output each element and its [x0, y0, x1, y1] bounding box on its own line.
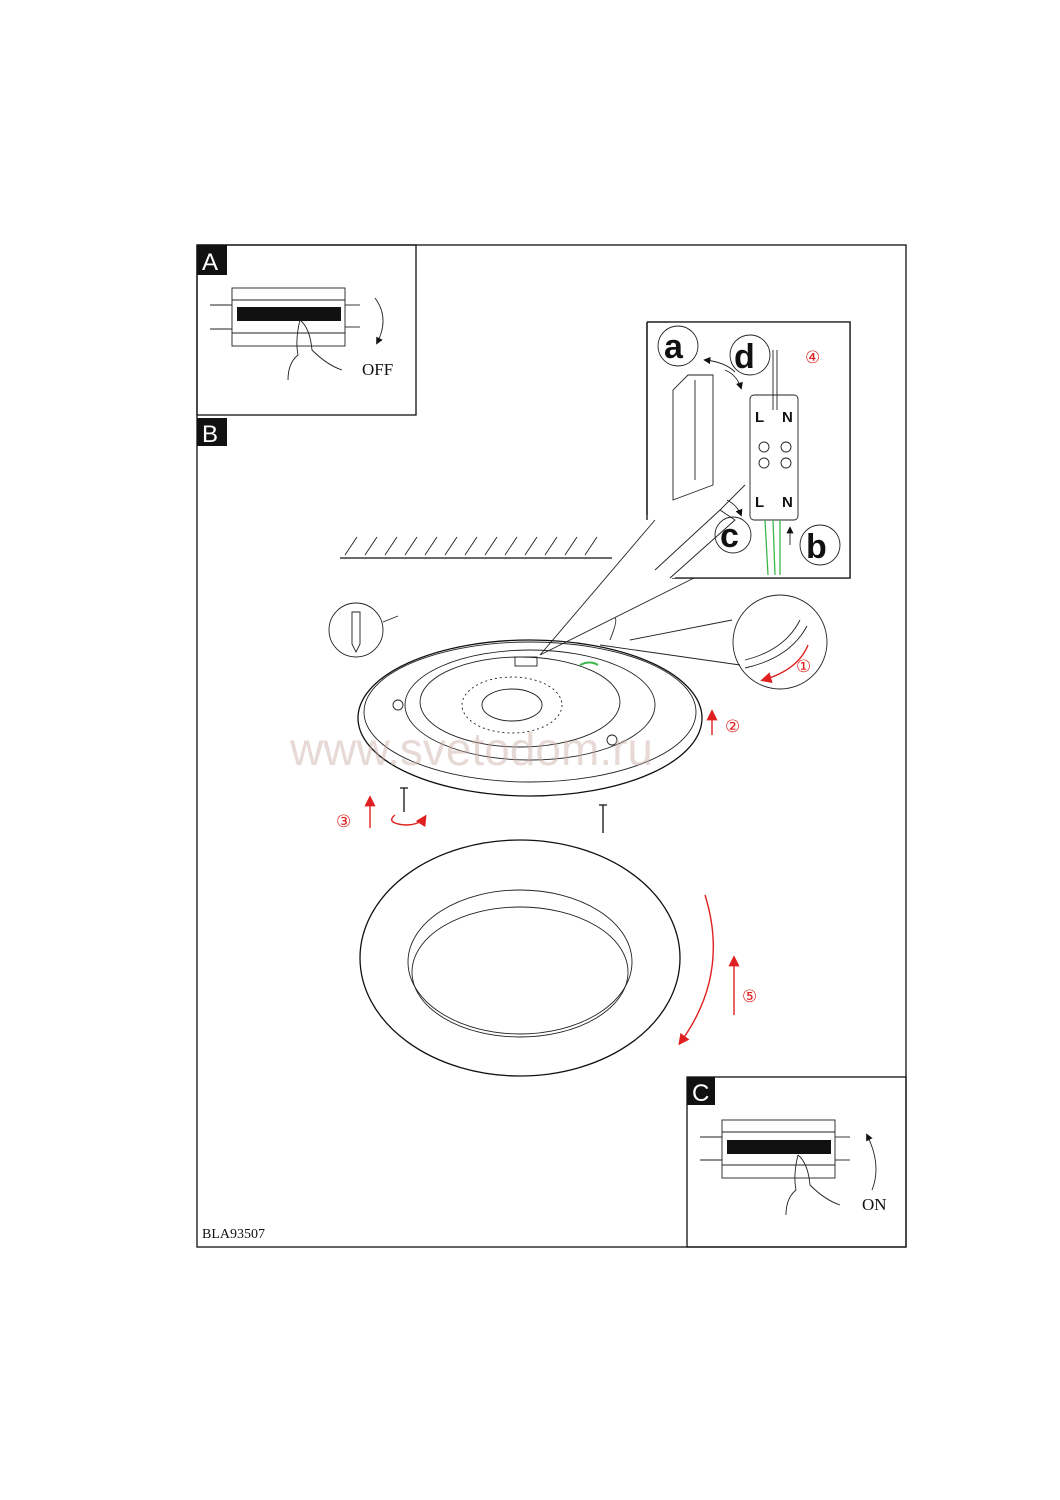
terminal-top-l: L [755, 409, 764, 426]
green-wire [579, 661, 599, 666]
panel-a-label: A [202, 249, 218, 276]
rotate-arrow-icon [391, 814, 427, 828]
hand-icon [287, 319, 343, 381]
lamp-cover [359, 839, 681, 1077]
cover-clip [672, 374, 714, 501]
letter-d: d [734, 338, 755, 376]
terminal-bottom-l: L [755, 494, 764, 511]
terminal-bottom-n: N [782, 494, 793, 511]
wall-plug-detail [328, 602, 399, 658]
step-3-label: ③ [336, 812, 351, 831]
circuit-breaker-icon [700, 1119, 850, 1179]
panel-c-label: C [692, 1080, 709, 1107]
main-frame [196, 244, 907, 1248]
document-code: BLA93507 [202, 1227, 265, 1242]
letter-a: a [664, 328, 684, 366]
arrow-down-icon [374, 297, 384, 345]
circuit-breaker-icon [210, 287, 360, 347]
watermark: www.svetodom.ru [289, 723, 653, 775]
step-1-label: ① [796, 657, 811, 676]
cable-detail [732, 594, 828, 690]
terminal-block: L N L N [749, 350, 799, 576]
terminal-top-n: N [782, 409, 793, 426]
arrow-up-icon [866, 1133, 877, 1191]
on-text: ON [862, 1195, 887, 1214]
off-text: OFF [362, 360, 393, 379]
step-4-label: ④ [805, 348, 820, 367]
mounting-plate [357, 617, 703, 797]
screwdriver-icon [654, 484, 746, 579]
step-5-label: ⑤ [742, 987, 757, 1006]
panel-c: C ON [686, 1076, 907, 1248]
rotate-cover-arrow [678, 894, 714, 1046]
step-2-label: ② [725, 717, 740, 736]
hand-icon [785, 1154, 841, 1216]
letter-b: b [806, 528, 827, 566]
screw-icon [599, 804, 607, 833]
letter-c: c [720, 517, 739, 555]
panel-a: A OFF [196, 244, 417, 416]
wiring-inset: ④ a d c b L N L N [646, 321, 851, 579]
panel-b-label: B [202, 421, 218, 448]
screw-icon [400, 787, 408, 812]
ceiling [340, 536, 612, 559]
